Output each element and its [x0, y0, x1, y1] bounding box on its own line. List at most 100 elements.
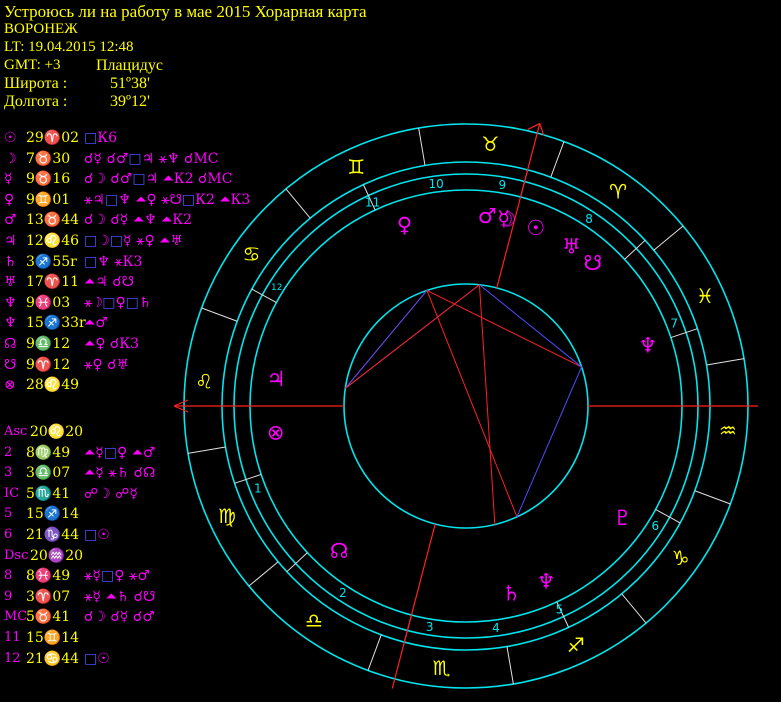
- sign-boundary: [418, 127, 426, 166]
- wheel-ring-4: [343, 283, 589, 529]
- house-symbol: 2: [4, 444, 13, 460]
- house-row: 11 15♊14: [4, 630, 84, 650]
- house-row: MC5♉41☌☽ ☌☿ ☌♂: [4, 609, 155, 629]
- house-aspect: ☌☽ ☌☿ ☌♂: [84, 609, 155, 626]
- house-symbol: 8: [4, 568, 13, 584]
- ic-axis: [391, 523, 436, 689]
- planet-aspect: □: [181, 191, 196, 208]
- house-symbol: Dsc: [4, 547, 29, 563]
- planet-aspect: К6: [97, 130, 117, 146]
- sign-boundary: [367, 634, 382, 671]
- planet-position: 13♉44: [26, 212, 80, 229]
- planet-glyph: ♇: [613, 506, 632, 530]
- aspect-line: [344, 290, 428, 389]
- house-position: 15♊14: [26, 630, 80, 646]
- zodiac-sign-glyph: ♉: [481, 132, 499, 156]
- planet-aspect: □: [132, 171, 146, 188]
- chart-title: Устроюсь ли на работу в мае 2015 Хорарна…: [4, 2, 367, 21]
- aspect-line: [426, 290, 518, 518]
- sign-boundary: [248, 561, 279, 587]
- asc-arrow: [173, 399, 189, 413]
- house-cusp-line: [286, 552, 308, 573]
- sign-boundary: [550, 141, 565, 178]
- planet-row: ♆15♐33r⏶♂: [4, 315, 108, 335]
- zodiac-sign-glyph: ♓: [696, 284, 714, 308]
- house-cusp-line: [556, 601, 570, 628]
- house-number: 2: [339, 586, 347, 600]
- planet-symbol: ♆: [4, 315, 17, 332]
- planet-glyph: ♆: [537, 569, 556, 593]
- zodiac-sign-glyph: ♋: [242, 242, 260, 266]
- house-symbol: Asc: [4, 424, 28, 439]
- house-aspect: ☍☽ ☍☿: [84, 485, 138, 502]
- sign-boundary: [187, 446, 226, 454]
- house-number: 4: [492, 621, 500, 635]
- planet-position: 29♈02: [26, 130, 80, 146]
- house-aspect: ☉: [97, 527, 110, 543]
- house-number: 8: [585, 212, 593, 226]
- planet-row: ♂13♉44☌☽ ☌☿ ⏶♆ ⏶К2: [4, 212, 192, 232]
- aspect-line: [426, 289, 582, 368]
- zodiac-sign-glyph: ♏: [433, 656, 451, 680]
- longitude-label: Долгота :: [4, 93, 68, 110]
- house-aspect: ⚹☿: [84, 568, 101, 585]
- planet-position: 7♉30: [26, 150, 71, 167]
- planet-glyph: ♃: [267, 367, 286, 391]
- planet-aspect: □: [102, 294, 116, 311]
- house-number: 6: [651, 519, 659, 533]
- house-number: 5: [556, 603, 564, 617]
- house-position: 21♑44: [26, 527, 80, 543]
- planet-position: 9♓03: [26, 294, 71, 311]
- planet-aspect: □: [84, 253, 98, 270]
- house-symbol: 9: [4, 588, 13, 604]
- house-cusp-line: [251, 288, 277, 303]
- house-aspect: □: [103, 444, 118, 461]
- house-position: 8♍49: [26, 444, 71, 461]
- planet-aspect: □: [125, 294, 139, 311]
- house-symbol: 12: [4, 650, 21, 666]
- planet-aspect: ⚹♀ ☌♅: [84, 356, 130, 373]
- planet-aspect: ☽: [97, 233, 110, 249]
- city-label: ВОРОНЕЖ: [4, 21, 78, 37]
- gmt-offset: GMT: +3: [4, 57, 61, 73]
- house-position: 20♌20: [30, 424, 84, 440]
- house-aspect: ⏶☿ ⚹♄ ☌☊: [84, 465, 156, 482]
- house-system: Плацидус: [96, 57, 164, 74]
- planet-aspect: ⚹♃: [84, 191, 105, 208]
- planet-symbol: ⊗: [4, 377, 16, 394]
- house-aspect: ☉: [97, 650, 110, 667]
- house-symbol: 11: [4, 630, 21, 645]
- planet-glyph: ♄: [502, 582, 521, 606]
- zodiac-sign-glyph: ♐: [567, 633, 585, 657]
- planet-aspect: ♃ ⏶К2 ☌MC: [145, 171, 233, 188]
- planet-aspect: □: [128, 150, 142, 167]
- house-cusp-line: [670, 328, 698, 339]
- planet-aspect: ♀: [115, 294, 126, 311]
- planet-position: 15♐33r: [26, 315, 86, 332]
- planet-symbol: ♄: [4, 253, 17, 270]
- local-time: LT: 19.04.2015 12:48: [4, 39, 134, 55]
- house-aspect: □: [84, 527, 98, 543]
- planet-glyph: ♅: [562, 235, 581, 259]
- planet-aspect: ♆ ⚹К3: [97, 253, 143, 270]
- house-symbol: 6: [4, 527, 13, 542]
- house-cusp-line: [655, 509, 681, 524]
- house-row: 6 21♑44□☉: [4, 527, 110, 547]
- mc-arrow: [527, 122, 545, 136]
- aspect-line: [516, 366, 583, 518]
- house-aspect: ♀ ⚹♂: [114, 568, 150, 585]
- house-number: 10: [428, 177, 443, 191]
- planet-glyph: ☊: [330, 539, 349, 563]
- planet-symbol: ☋: [4, 356, 17, 373]
- sign-boundary: [706, 358, 745, 366]
- latitude-label: Широта :: [4, 75, 68, 92]
- planet-position: 9♈12: [26, 356, 71, 373]
- planet-symbol: ☽: [4, 150, 17, 167]
- planet-position: 3♐55r: [26, 253, 77, 270]
- zodiac-sign-glyph: ♑: [672, 546, 690, 570]
